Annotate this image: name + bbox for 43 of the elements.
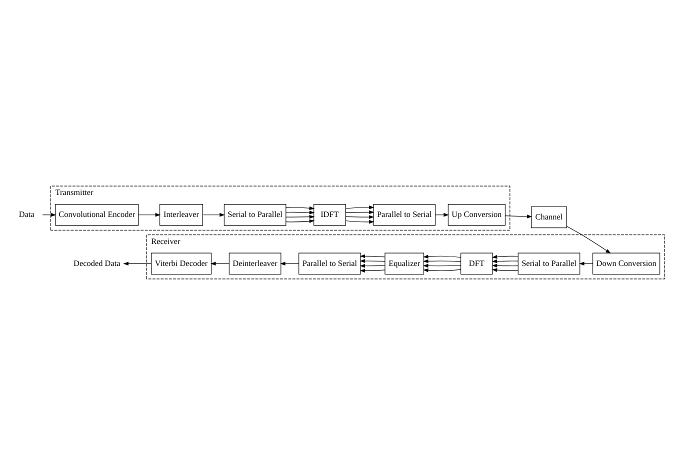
arrow [345,206,374,210]
node-box: Equalizer [384,252,424,275]
node-box: Parallel to Serial [373,204,436,226]
arrow [345,210,374,214]
arrow [492,264,518,268]
node-box: Serial to Parallel [224,204,286,226]
arrow [286,206,315,210]
arrow [138,213,161,217]
arrow [422,254,462,258]
arrow [360,268,386,273]
arrow [505,214,532,218]
arrow [422,264,462,268]
node-box: Channel [531,206,567,228]
node-text: Data [18,210,34,220]
node-text: Decoded Data [74,258,120,268]
arrow [360,254,386,258]
node-box: Down Conversion [592,252,660,275]
arrow [286,219,315,224]
arrow [345,220,374,224]
node-box: IDFT [314,204,346,226]
arrow [422,268,462,272]
arrow [286,210,315,214]
arrow [210,262,230,266]
arrow [123,262,152,266]
arrow [492,259,518,264]
node-box: Up Conversion [448,204,506,226]
arrow [566,226,611,254]
arrow [280,262,299,266]
arrow [492,255,518,259]
arrow [360,259,386,263]
node-box: Interleaver [160,204,204,226]
node-box: DFT [460,252,493,275]
arrow [345,215,374,219]
node-box: Parallel to Serial [298,252,361,275]
node-box: Viterbi Decoder [150,252,212,275]
node-box: Serial to Parallel [518,252,580,275]
node-box: Convolutional Encoder [55,204,139,226]
arrow [422,259,462,264]
arrow [286,215,315,219]
arrow [360,264,386,268]
node-box: Deinterleaver [228,252,282,275]
arrow [202,213,225,217]
arrow [492,268,518,272]
